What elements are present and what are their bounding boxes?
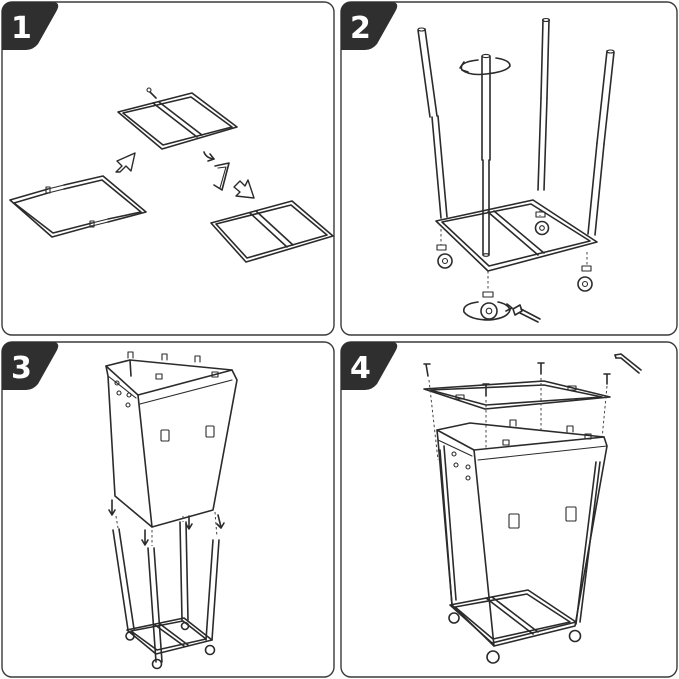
down-arrow-icon	[108, 499, 225, 546]
rotate-arrow-icon	[462, 301, 513, 321]
pin-icon	[149, 91, 157, 99]
base-frame-with-crossbar	[117, 87, 238, 150]
pole-front-right	[587, 49, 615, 236]
caster-wheel-icon	[534, 210, 550, 236]
step-number-1: 1	[11, 11, 32, 46]
pole-back-right	[537, 17, 551, 191]
step-badge-3: 3	[2, 342, 59, 390]
caster-wheel-icon	[480, 271, 498, 320]
down-right-arrow-icon	[233, 179, 255, 199]
step-badge-4: 4	[341, 342, 398, 390]
caster-wheel-icon	[448, 612, 582, 664]
step-number-4: 4	[350, 351, 371, 386]
caster-wheel-icon	[125, 621, 216, 670]
up-arrow-icon	[115, 152, 136, 173]
base-frame	[126, 617, 213, 655]
assembled-base-frame	[210, 200, 334, 263]
base-frame	[449, 589, 577, 644]
hex-key-icon	[213, 162, 230, 191]
caster-wheel-icon	[577, 252, 593, 292]
fabric-bag	[105, 351, 238, 528]
top-rim-frame	[423, 380, 611, 410]
pole-back-left	[417, 27, 448, 219]
open-base-frame	[9, 175, 147, 238]
panel-step-1	[1, 1, 335, 336]
clip-icon	[160, 429, 170, 442]
clip-icon	[565, 506, 577, 522]
step-number-3: 3	[11, 351, 32, 386]
step-badge-1: 1	[2, 2, 59, 50]
bolt-icon	[512, 304, 541, 323]
rotate-arrow-icon	[459, 57, 511, 76]
frame-poles	[112, 521, 220, 663]
clip-icon	[508, 513, 520, 529]
step-number-2: 2	[350, 11, 371, 46]
laundry-bag	[436, 419, 608, 647]
caster-wheel-icon	[436, 229, 453, 269]
panel-step-2	[340, 1, 678, 336]
step-badge-2: 2	[341, 2, 398, 50]
hex-key-icon	[614, 353, 642, 374]
screw-icon	[423, 362, 611, 397]
base-frame	[435, 199, 598, 272]
clip-icon	[205, 425, 215, 438]
